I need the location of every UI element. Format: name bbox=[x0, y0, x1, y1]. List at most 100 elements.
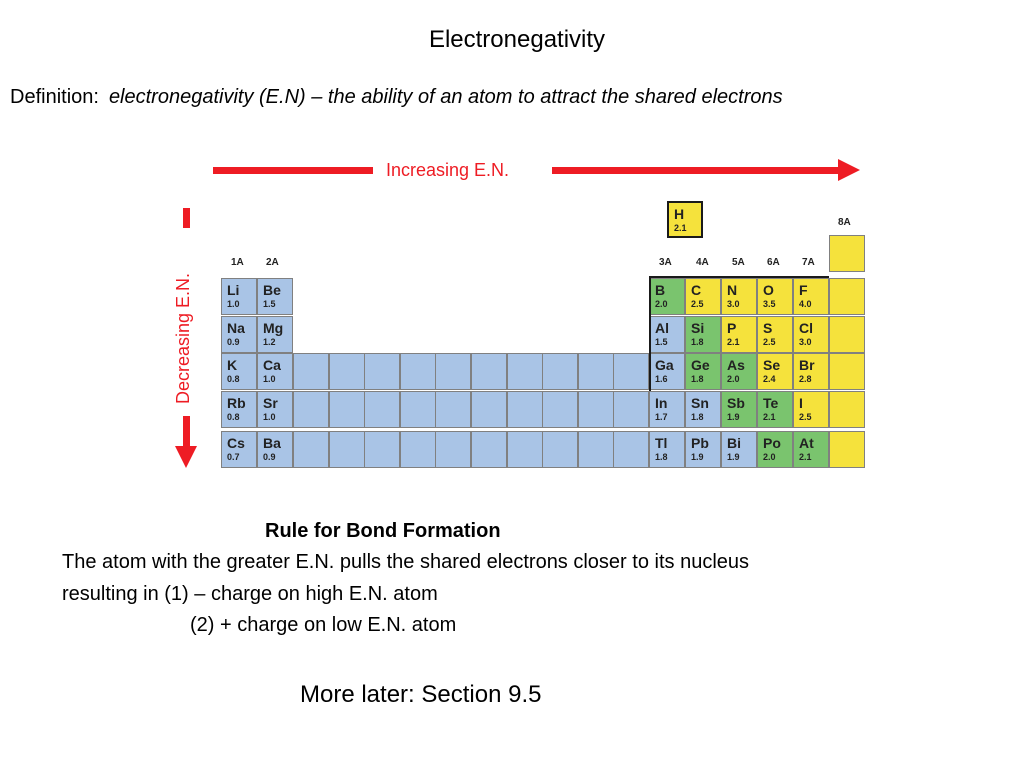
transition-metal-cell bbox=[542, 431, 579, 468]
element-en-value: 1.6 bbox=[655, 374, 668, 384]
transition-metal-cell bbox=[435, 391, 472, 428]
definition: Definition: electronegativity (E.N) – the… bbox=[10, 86, 783, 109]
element-symbol: F bbox=[799, 282, 808, 298]
element-symbol: Cs bbox=[227, 435, 245, 451]
group-label: 7A bbox=[802, 257, 815, 268]
increasing-en-label: Increasing E.N. bbox=[386, 160, 510, 180]
element-en-value: 2.1 bbox=[763, 412, 776, 422]
transition-metal-cell bbox=[577, 353, 614, 390]
rule-line-1: The atom with the greater E.N. pulls the… bbox=[62, 551, 750, 573]
slide-title: Electronegativity bbox=[428, 26, 606, 53]
noble-gas-cell bbox=[829, 278, 865, 315]
element-en-value: 2.0 bbox=[727, 374, 740, 384]
element-en-value: 1.0 bbox=[227, 299, 240, 309]
noble-gas-cell bbox=[829, 353, 865, 390]
element-en-value: 1.5 bbox=[655, 337, 668, 347]
element-symbol: Cl bbox=[799, 320, 813, 336]
transition-metal-cell bbox=[506, 431, 543, 468]
increasing-arrow-right-shaft bbox=[552, 167, 840, 174]
transition-metal-cell bbox=[471, 391, 507, 428]
element-en-value: 1.8 bbox=[691, 337, 704, 347]
element-en-value: 1.8 bbox=[655, 452, 668, 462]
definition-text: electronegativity (E.N) – the ability of… bbox=[108, 86, 783, 108]
transition-metal-cell bbox=[328, 391, 365, 428]
transition-metal-cell bbox=[399, 391, 436, 428]
element-symbol: Sb bbox=[727, 395, 745, 411]
transition-metal-cell bbox=[613, 431, 650, 468]
transition-metal-cell bbox=[542, 391, 579, 428]
element-symbol: Mg bbox=[263, 320, 284, 336]
increasing-arrow-left-shaft bbox=[213, 167, 373, 174]
element-symbol: Bi bbox=[727, 435, 741, 451]
element-symbol: Tl bbox=[655, 435, 668, 451]
transition-metal-cell bbox=[364, 353, 401, 390]
transition-metal-cell bbox=[506, 391, 543, 428]
element-symbol: Po bbox=[763, 435, 781, 451]
transition-metal-cell bbox=[328, 431, 365, 468]
element-symbol: As bbox=[727, 357, 745, 373]
element-symbol: In bbox=[655, 395, 668, 411]
transition-metal-cell bbox=[435, 353, 472, 390]
group-label: 6A bbox=[767, 257, 780, 268]
element-en-value: 1.9 bbox=[727, 412, 740, 422]
element-en-value: 3.0 bbox=[727, 299, 740, 309]
element-en-value: 1.9 bbox=[691, 452, 704, 462]
element-en-value: 2.1 bbox=[674, 223, 687, 233]
element-en-value: 2.5 bbox=[763, 337, 776, 347]
element-symbol: Rb bbox=[227, 395, 246, 411]
element-en-value: 0.7 bbox=[227, 452, 240, 462]
element-en-value: 2.0 bbox=[655, 299, 668, 309]
transition-metal-cell bbox=[435, 431, 472, 468]
element-en-value: 1.9 bbox=[727, 452, 740, 462]
element-en-value: 2.4 bbox=[763, 374, 776, 384]
element-symbol: I bbox=[799, 395, 803, 411]
element-symbol: C bbox=[691, 282, 702, 298]
more-later-note: More later: Section 9.5 bbox=[300, 681, 542, 708]
transition-metal-cell bbox=[577, 431, 614, 468]
metalloid-boundary-line bbox=[649, 278, 651, 391]
transition-metal-cell bbox=[293, 391, 329, 428]
definition-label: Definition: bbox=[10, 86, 99, 108]
right-arrowhead-icon bbox=[838, 159, 860, 181]
group-label: 2A bbox=[266, 257, 279, 268]
element-symbol: N bbox=[727, 282, 738, 298]
element-en-value: 0.9 bbox=[263, 452, 276, 462]
element-en-value: 2.8 bbox=[799, 374, 812, 384]
element-symbol: Be bbox=[263, 282, 281, 298]
element-en-value: 3.0 bbox=[799, 337, 812, 347]
element-symbol: Ga bbox=[655, 357, 674, 373]
element-en-value: 2.5 bbox=[799, 412, 812, 422]
decreasing-arrow-bottom-shaft bbox=[183, 416, 190, 448]
element-symbol: Li bbox=[227, 282, 240, 298]
element-en-value: 2.1 bbox=[799, 452, 812, 462]
element-symbol: O bbox=[763, 282, 774, 298]
noble-gas-cell bbox=[829, 235, 865, 272]
group-label: 4A bbox=[696, 257, 709, 268]
element-symbol: Te bbox=[763, 395, 779, 411]
transition-metal-cell bbox=[577, 391, 614, 428]
